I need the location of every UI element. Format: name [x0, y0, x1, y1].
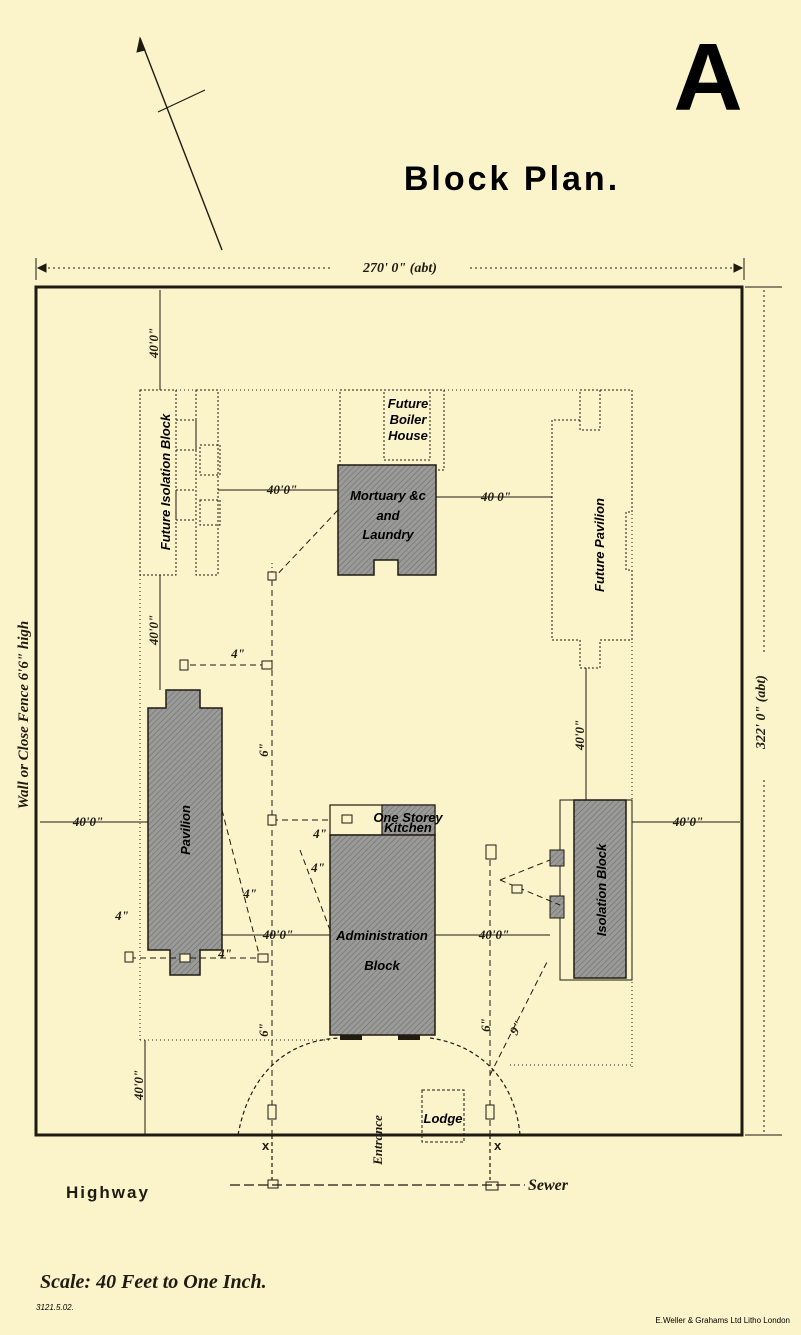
mortuary-laundry-building — [337, 464, 437, 576]
future-boiler-house-label-3: House — [388, 428, 428, 443]
pipe-size-5: 4" — [217, 946, 232, 961]
drain-lines — [130, 509, 561, 1135]
width-dimension: 270' 0" (abt) — [362, 261, 437, 276]
entrance-label: Entrance — [370, 1115, 385, 1166]
sewer-mark-right: x — [494, 1138, 502, 1153]
depth-dimension-line — [745, 286, 782, 1136]
sheet-letter: A — [673, 24, 742, 131]
pipe-size-4: 4" — [242, 886, 257, 901]
mortuary-label-3: Laundry — [362, 527, 414, 542]
width-dimension-line — [35, 258, 745, 280]
lodge-label: Lodge — [424, 1111, 463, 1126]
drive-curve — [237, 1037, 521, 1136]
administration-label-2: Block — [364, 958, 400, 973]
depth-dimension: 322' 0" (abt) — [754, 675, 769, 750]
administration-block-building — [329, 804, 436, 1040]
dim-pavilion-to-admin: 40'0" — [262, 927, 293, 942]
page-title: Block Plan. — [404, 160, 620, 198]
pavilion-building — [147, 689, 223, 976]
internal-dimensions — [40, 290, 740, 1135]
pavilion-label: Pavilion — [178, 805, 193, 855]
pipe-size-9: 6" — [478, 1018, 493, 1032]
printer-credit: E.Weller & Grahams Ltd Litho London — [655, 1316, 790, 1325]
kitchen-label-1: One Storey — [373, 810, 443, 825]
sewer-label: Sewer — [528, 1177, 569, 1194]
pipe-size-7: 6" — [256, 743, 271, 757]
pipe-size-3: 4" — [310, 860, 325, 875]
mortuary-label-2: and — [376, 508, 400, 523]
mortuary-label-1: Mortuary &c — [350, 488, 427, 503]
future-pavilion-outline — [551, 389, 633, 669]
dim-isolation-to-mortuary: 40'0" — [266, 482, 297, 497]
site-boundary — [34, 285, 744, 1137]
isolation-block-building — [549, 799, 633, 981]
north-arrow-icon — [136, 36, 223, 251]
dotted-path-lines — [139, 389, 633, 1070]
sewer-mark-left: x — [262, 1138, 270, 1153]
future-isolation-block-label: Future Isolation Block — [158, 413, 173, 550]
dim-left-boundary: 40'0" — [72, 814, 103, 829]
pipe-size-8: 6" — [256, 1023, 271, 1037]
pipe-size-6: 4" — [114, 908, 129, 923]
highway-label: Highway — [66, 1183, 150, 1202]
future-boiler-house-label-1: Future — [388, 396, 428, 411]
pipe-size-1: 4" — [230, 646, 245, 661]
pipe-size-2: 4" — [312, 826, 327, 841]
dim-admin-to-isolation: 40'0" — [478, 927, 509, 942]
fence-label: Wall or Close Fence 6'6" high — [16, 621, 32, 809]
dim-mortuary-to-future-pavilion: 40 0" — [480, 489, 511, 504]
pipe-size-10: 9" — [506, 1018, 526, 1037]
future-boiler-house-label-2: Boiler — [390, 412, 428, 427]
administration-label-1: Administration — [335, 928, 428, 943]
highway-sewer-line — [230, 1135, 525, 1186]
future-pavilion-label: Future Pavilion — [592, 498, 607, 592]
dim-top-left: 40'0" — [146, 328, 161, 359]
dim-bottom-left: 40'0" — [131, 1070, 146, 1101]
dim-future-pavilion-to-isolation: 40'0" — [572, 720, 587, 751]
manhole-icons — [124, 571, 523, 1191]
dim-right-boundary: 40'0" — [672, 814, 703, 829]
reference-number: 3121.5.02. — [36, 1303, 74, 1312]
dim-future-to-pavilion: 40'0" — [146, 615, 161, 646]
future-isolation-block-outline — [139, 389, 221, 576]
isolation-block-label: Isolation Block — [594, 843, 609, 936]
scale-label: Scale: 40 Feet to One Inch. — [40, 1271, 267, 1293]
kitchen-label-2: Kitchen — [384, 820, 432, 835]
lodge-outline — [421, 1089, 465, 1143]
